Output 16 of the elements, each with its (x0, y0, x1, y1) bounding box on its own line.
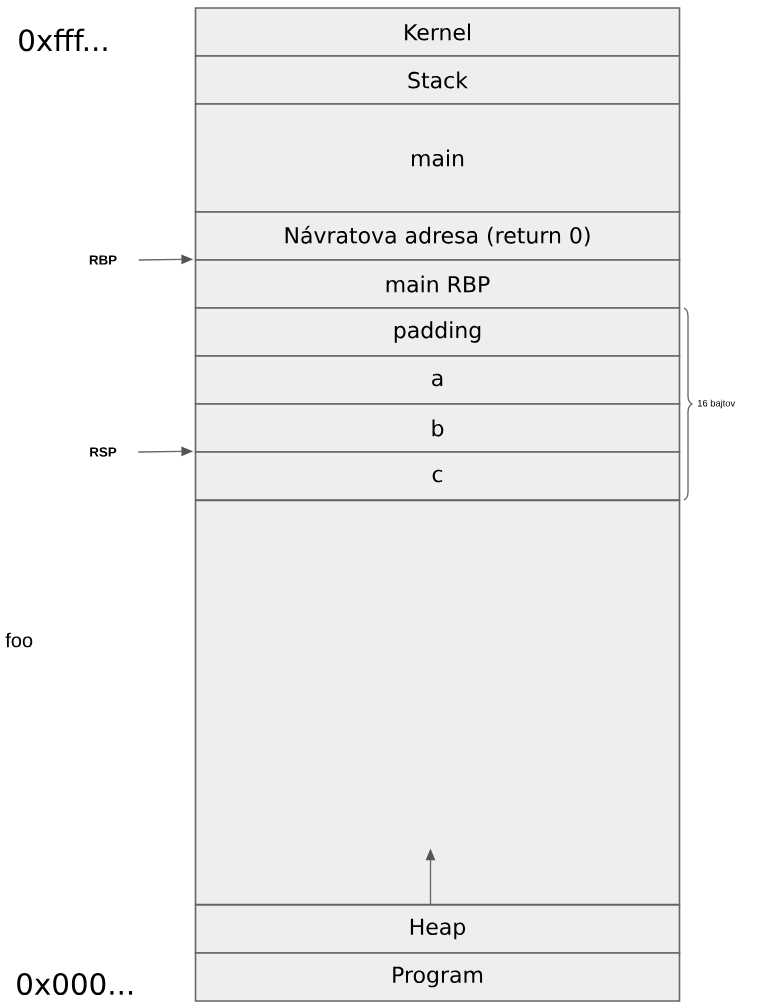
frame-label: foo (5, 632, 33, 648)
address-label: 0x000... (17, 972, 133, 996)
address-label: 0xfff... (19, 28, 107, 52)
memory-segment: b (194, 403, 681, 453)
brace-label: 16 bajtov (698, 399, 736, 409)
memory-segment: Kernel (194, 7, 681, 57)
memory-segment: a (194, 355, 681, 405)
memory-segment: main RBP (194, 259, 681, 309)
memory-segment: c (194, 451, 681, 501)
pointer-label: RSP (90, 447, 117, 457)
memory-segment: Návratova adresa (return 0) (194, 211, 681, 261)
memory-segment: Stack (194, 55, 681, 105)
pointer-label: RBP (89, 255, 117, 265)
memory-segment: Heap (194, 904, 681, 954)
memory-segment: Program (194, 952, 681, 1002)
memory-segment: padding (194, 307, 681, 357)
